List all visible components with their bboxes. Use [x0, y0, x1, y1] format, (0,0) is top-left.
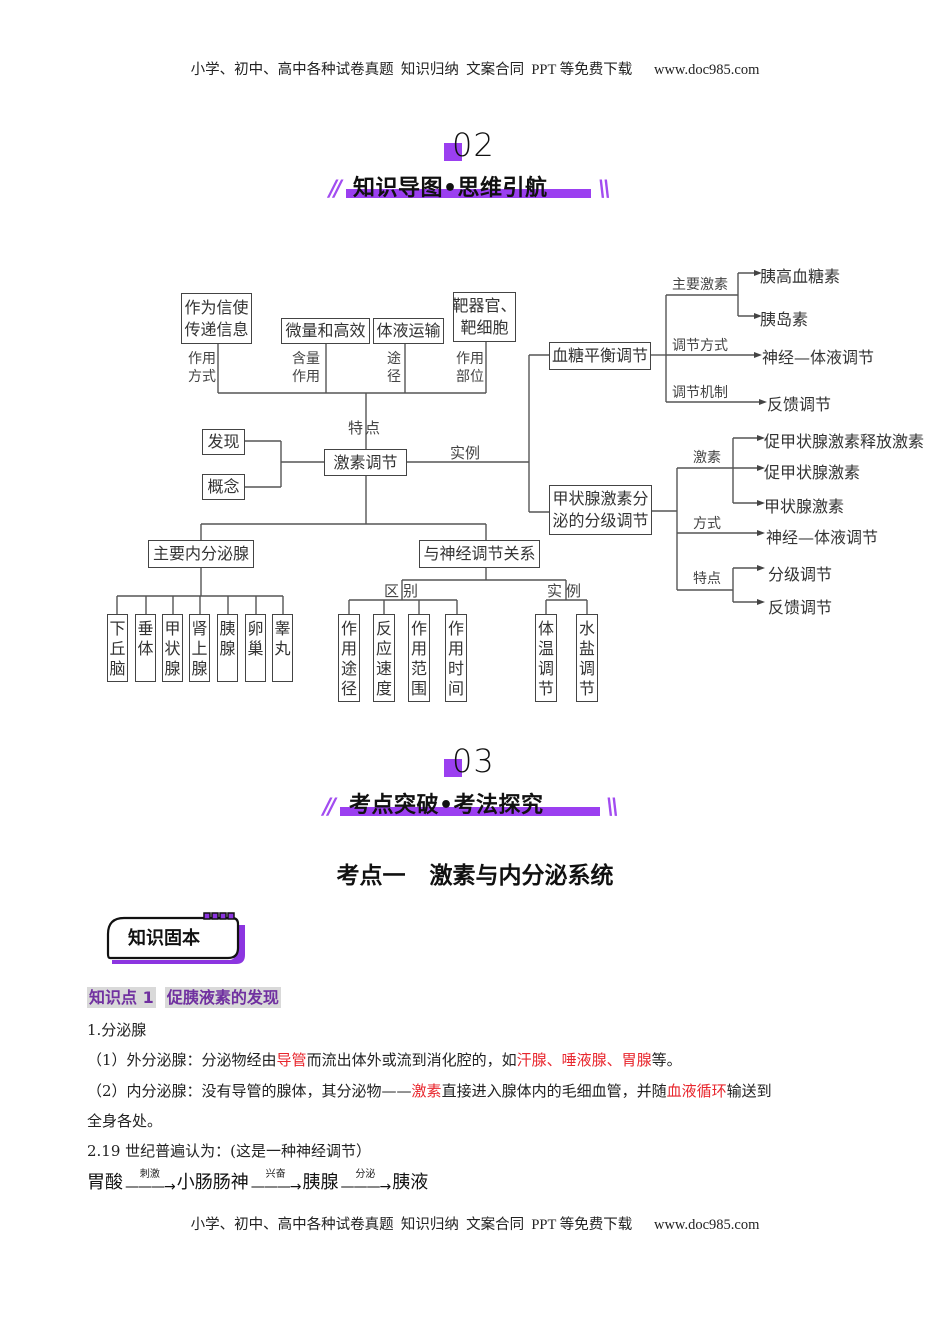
- mindmap-box-nerve-relation: 与神经调节关系: [419, 540, 540, 568]
- gland-hypothalamus: 下丘脑: [107, 614, 128, 682]
- leaf-feedback-2: 反馈调节: [768, 598, 833, 617]
- knowledge-point-title: 促胰液素的发现: [164, 987, 281, 1008]
- knowledge-point-label: 知识点 1: [87, 987, 156, 1008]
- gland-ovary: 卵巢: [245, 614, 266, 682]
- page-header: 小学、初中、高中各种试卷真题 知识归纳 文案合同 PPT 等免费下载 www.d…: [190, 62, 760, 78]
- mindmap-box-concept: 概念: [202, 474, 245, 500]
- flow-arrow-excite: 兴奋———→: [250, 1169, 302, 1195]
- flow-node-gastric-acid: 胃酸: [87, 1172, 123, 1193]
- flow-arrow-label: 分泌: [355, 1169, 376, 1180]
- secretion-flow: 胃酸 刺激———→ 小肠肠神 兴奋———→ 胰腺 分泌———→ 胰液: [87, 1168, 429, 1195]
- flow-arrow-stimulate: 刺激———→: [125, 1169, 176, 1195]
- label-example: 实例: [450, 444, 481, 462]
- knowledge-point-heading: 知识点 1 促胰液素的发现: [87, 984, 281, 1008]
- label-characteristics: 特点: [693, 571, 721, 587]
- section-title-mindmap: 知识导图•思维引航: [353, 176, 548, 201]
- paragraph-3: （2）内分泌腺：没有导管的腺体，其分泌物——激素直接进入腺体内的毛细血管，并随血…: [87, 1081, 772, 1102]
- label-regulation-mode: 调节方式: [672, 338, 728, 354]
- leaf-tsh: 促甲状腺激素: [764, 463, 861, 482]
- slash-decoration-right: \\: [598, 177, 611, 202]
- mindmap-box-discovery: 发现: [202, 429, 245, 455]
- p3-highlight-circulation: 血液循环: [666, 1082, 727, 1100]
- paragraph-4: 全身各处。: [87, 1112, 163, 1130]
- diff-action-time: 作用时间: [445, 614, 467, 702]
- leaf-thyroxine: 甲状腺激素: [764, 497, 845, 516]
- mindmap-box-trace-efficient: 微量和高效: [281, 318, 370, 344]
- diff-action-path: 作用途径: [338, 614, 360, 702]
- knowledge-badge-label: 知识固本: [128, 928, 200, 949]
- mindmap-center-hormone-regulation: 激素调节: [324, 449, 407, 476]
- page-footer: 小学、初中、高中各种试卷真题 知识归纳 文案合同 PPT 等免费下载 www.d…: [190, 1217, 760, 1233]
- example-water-salt: 水盐调节: [576, 614, 598, 702]
- leaf-neuro-humoral: 神经—体液调节: [762, 348, 875, 367]
- section-number-02: 02: [452, 126, 495, 164]
- p3-text-a: （2）内分泌腺：没有导管的腺体，其分泌物——: [87, 1082, 412, 1100]
- leaf-trh: 促甲状腺激素释放激素: [764, 432, 925, 451]
- p2-text-a: （1）外分泌腺：分泌物经由: [87, 1051, 277, 1069]
- flow-node-pancreatic-juice: 胰液: [392, 1172, 429, 1193]
- p3-text-c: 直接进入腺体内的毛细血管，并随: [441, 1082, 667, 1100]
- gland-pancreas: 胰腺: [217, 614, 238, 682]
- p3-highlight-hormone: 激素: [411, 1082, 442, 1100]
- p2-text-e: 等。: [651, 1051, 682, 1069]
- mindmap-box-main-glands: 主要内分泌腺: [148, 540, 254, 568]
- section-title-underline-03: [340, 807, 600, 816]
- slash-decoration-right-03: \\: [606, 795, 619, 820]
- leaf-insulin: 胰岛素: [760, 310, 809, 329]
- section-number-marker: [444, 143, 462, 161]
- gland-adrenal: 肾上腺: [189, 614, 210, 682]
- label-mode: 方式: [693, 516, 721, 532]
- label-main-hormone: 主要激素: [672, 277, 728, 293]
- label-examples: 实例: [547, 582, 586, 600]
- gland-testis: 睾丸: [272, 614, 293, 682]
- label-difference: 区别: [384, 582, 423, 600]
- p2-highlight-duct: 导管: [276, 1051, 307, 1069]
- slash-decoration-left-03: //: [323, 795, 336, 820]
- label-content-role: 含量 作用: [292, 351, 320, 386]
- p2-text-c: 而流出体外或流到消化腔的，如: [306, 1051, 517, 1069]
- paragraph-5: 2.19 世纪普遍认为：(这是一种神经调节）: [87, 1142, 372, 1160]
- section-number-03: 03: [452, 742, 495, 780]
- label-features: 特点: [348, 419, 383, 437]
- label-regulation-mechanism: 调节机制: [672, 385, 728, 401]
- label-action-site: 作用 部位: [456, 351, 484, 386]
- paragraph-1: 1.分泌腺: [87, 1021, 147, 1039]
- p3-text-e: 输送到: [726, 1082, 772, 1100]
- gland-pituitary: 垂体: [135, 614, 156, 682]
- label-pathway: 途 径: [387, 351, 401, 386]
- mindmap-connectors: [116, 270, 767, 614]
- exam-point-title: 考点一 激素与内分泌系统: [336, 863, 614, 889]
- mindmap-box-target-organ: 靶器官、 靶细胞: [453, 292, 517, 342]
- knowledge-badge-frame: [106, 912, 245, 964]
- label-hormones: 激素: [693, 450, 721, 466]
- diff-action-range: 作用范围: [408, 614, 430, 702]
- label-action-mode: 作用 方式: [188, 351, 216, 386]
- flow-arrow-label: 刺激: [139, 1169, 160, 1180]
- leaf-graded: 分级调节: [768, 565, 833, 584]
- leaf-feedback: 反馈调节: [767, 395, 832, 414]
- section-title-exam: 考点突破•考法探究: [349, 793, 544, 818]
- flow-arrow-label: 兴奋: [265, 1169, 286, 1180]
- gland-thyroid: 甲状腺: [162, 614, 183, 682]
- section-number-marker-03: [444, 759, 462, 777]
- mindmap-box-thyroid: 甲状腺激素分 泌的分级调节: [549, 485, 652, 535]
- mindmap-box-body-fluid-transport: 体液运输: [373, 318, 444, 344]
- section-title-underline: [346, 189, 591, 198]
- p2-highlight-glands: 汗腺、唾液腺、胃腺: [516, 1051, 652, 1069]
- example-temperature: 体温调节: [535, 614, 557, 702]
- diff-response-speed: 反应速度: [373, 614, 395, 702]
- paragraph-2: （1）外分泌腺：分泌物经由导管而流出体外或流到消化腔的，如汗腺、唾液腺、胃腺等。: [87, 1050, 682, 1071]
- flow-node-intestinal-nerve: 小肠肠神: [176, 1172, 249, 1193]
- flow-arrow-secrete: 分泌———→: [340, 1169, 391, 1195]
- leaf-neuro-humoral-2: 神经—体液调节: [766, 528, 879, 547]
- mindmap-box-messenger: 作为信使 传递信息: [181, 293, 252, 344]
- leaf-glucagon: 胰高血糖素: [760, 267, 841, 286]
- slash-decoration-left: //: [329, 177, 342, 202]
- mindmap-box-blood-sugar: 血糖平衡调节: [549, 342, 651, 370]
- flow-node-pancreas: 胰腺: [302, 1172, 339, 1193]
